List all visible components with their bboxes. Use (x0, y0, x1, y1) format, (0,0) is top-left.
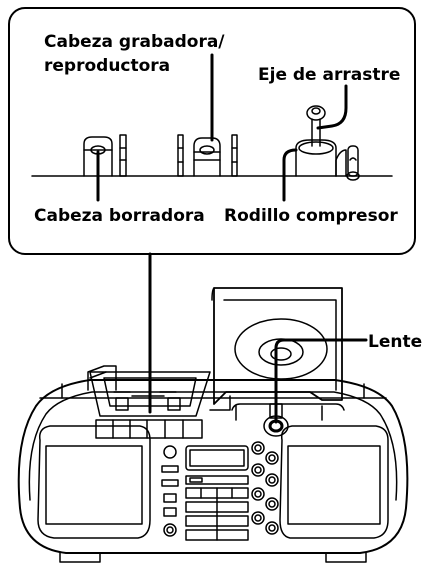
tape-heads-callout: Cabeza grabadora/ reproductora Eje de ar… (8, 7, 416, 255)
pinch-roller-label: Rodillo compresor (224, 206, 398, 226)
record-playback-head (177, 134, 238, 177)
capstan-label: Eje de arrastre (258, 65, 400, 85)
boombox: Lente (17, 287, 422, 563)
leader-lens (274, 338, 368, 424)
boombox-body (17, 379, 409, 554)
left-speaker (37, 425, 151, 539)
leader-pinch-roller (282, 148, 298, 202)
leader-capstan (316, 84, 348, 130)
cd-pickup (231, 403, 345, 437)
erase-head-label: Cabeza borradora (34, 206, 205, 226)
control-panel (161, 441, 279, 541)
record-head-label-line2: reproductora (44, 56, 170, 76)
cd-lid-open (209, 287, 343, 411)
cassette-door-open (89, 371, 211, 417)
capstan-pinch-roller (295, 105, 360, 181)
callout-frame (8, 7, 416, 255)
record-head-label-line1: Cabeza grabadora/ (44, 32, 225, 52)
lens-label: Lente (368, 332, 422, 352)
erase-head (83, 134, 127, 177)
cassette-buttons (95, 419, 203, 439)
right-speaker (279, 425, 389, 539)
